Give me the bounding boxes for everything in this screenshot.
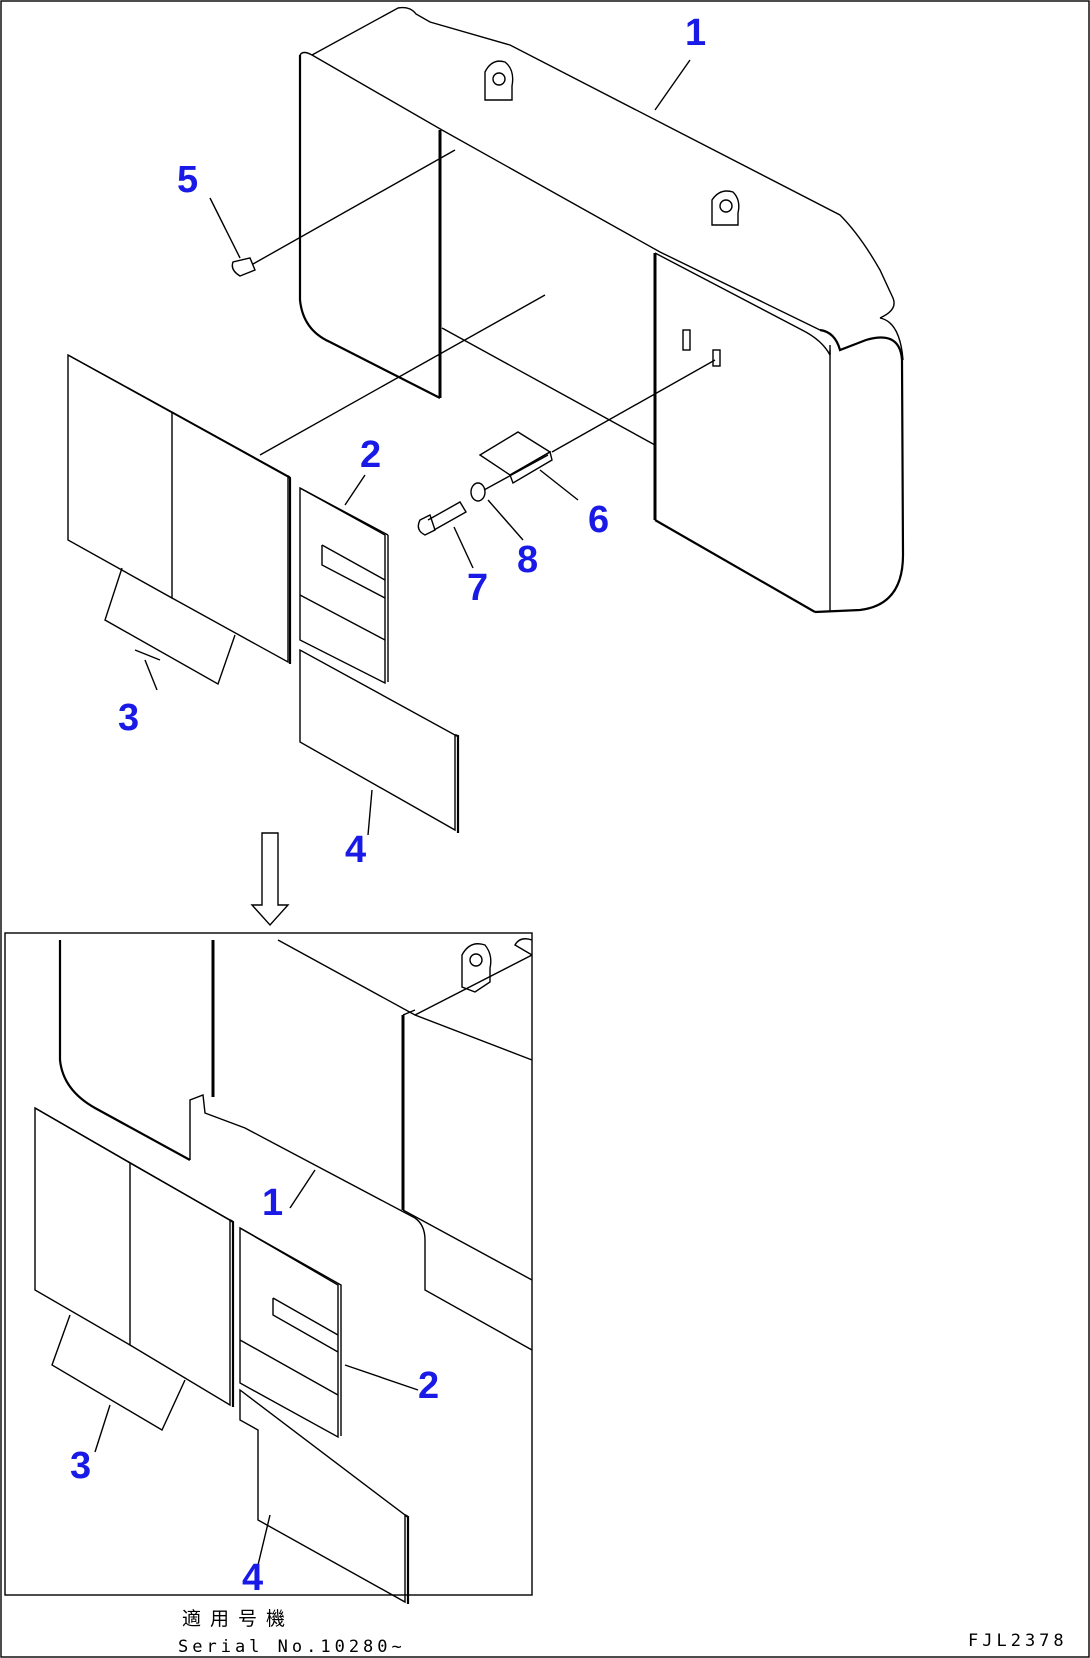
part-3-sheets	[67, 353, 292, 686]
callout-3-top: 3	[118, 697, 139, 739]
serial-number-range: Serial No.10280~	[178, 1637, 406, 1657]
part-4-plate	[299, 648, 460, 833]
callout-4-top: 4	[345, 829, 366, 871]
top-leaders	[134, 59, 691, 836]
applicable-serial-label: 適用号機	[182, 1608, 294, 1630]
callout-1-top: 1	[685, 12, 706, 54]
callout-4-detail: 4	[242, 1557, 263, 1599]
callout-1-detail: 1	[262, 1182, 283, 1224]
detail-view	[4, 932, 533, 1604]
part-6-bracket	[478, 359, 716, 485]
callout-6-top: 6	[588, 499, 609, 541]
part-7-bolt	[417, 501, 467, 536]
counterweight-assembly	[298, 6, 905, 614]
callout-5-top: 5	[177, 159, 198, 201]
part-5-plug	[231, 149, 456, 277]
part-2-plate	[299, 486, 389, 685]
transition-arrow	[250, 832, 290, 927]
callout-8-top: 8	[517, 539, 538, 581]
callout-2-detail: 2	[418, 1365, 439, 1407]
callout-2-top: 2	[360, 434, 381, 476]
part-8-washer	[470, 454, 549, 502]
callout-3-detail: 3	[70, 1445, 91, 1487]
drawing-code: FJL2378	[968, 1631, 1068, 1651]
callout-7-top: 7	[467, 567, 488, 609]
